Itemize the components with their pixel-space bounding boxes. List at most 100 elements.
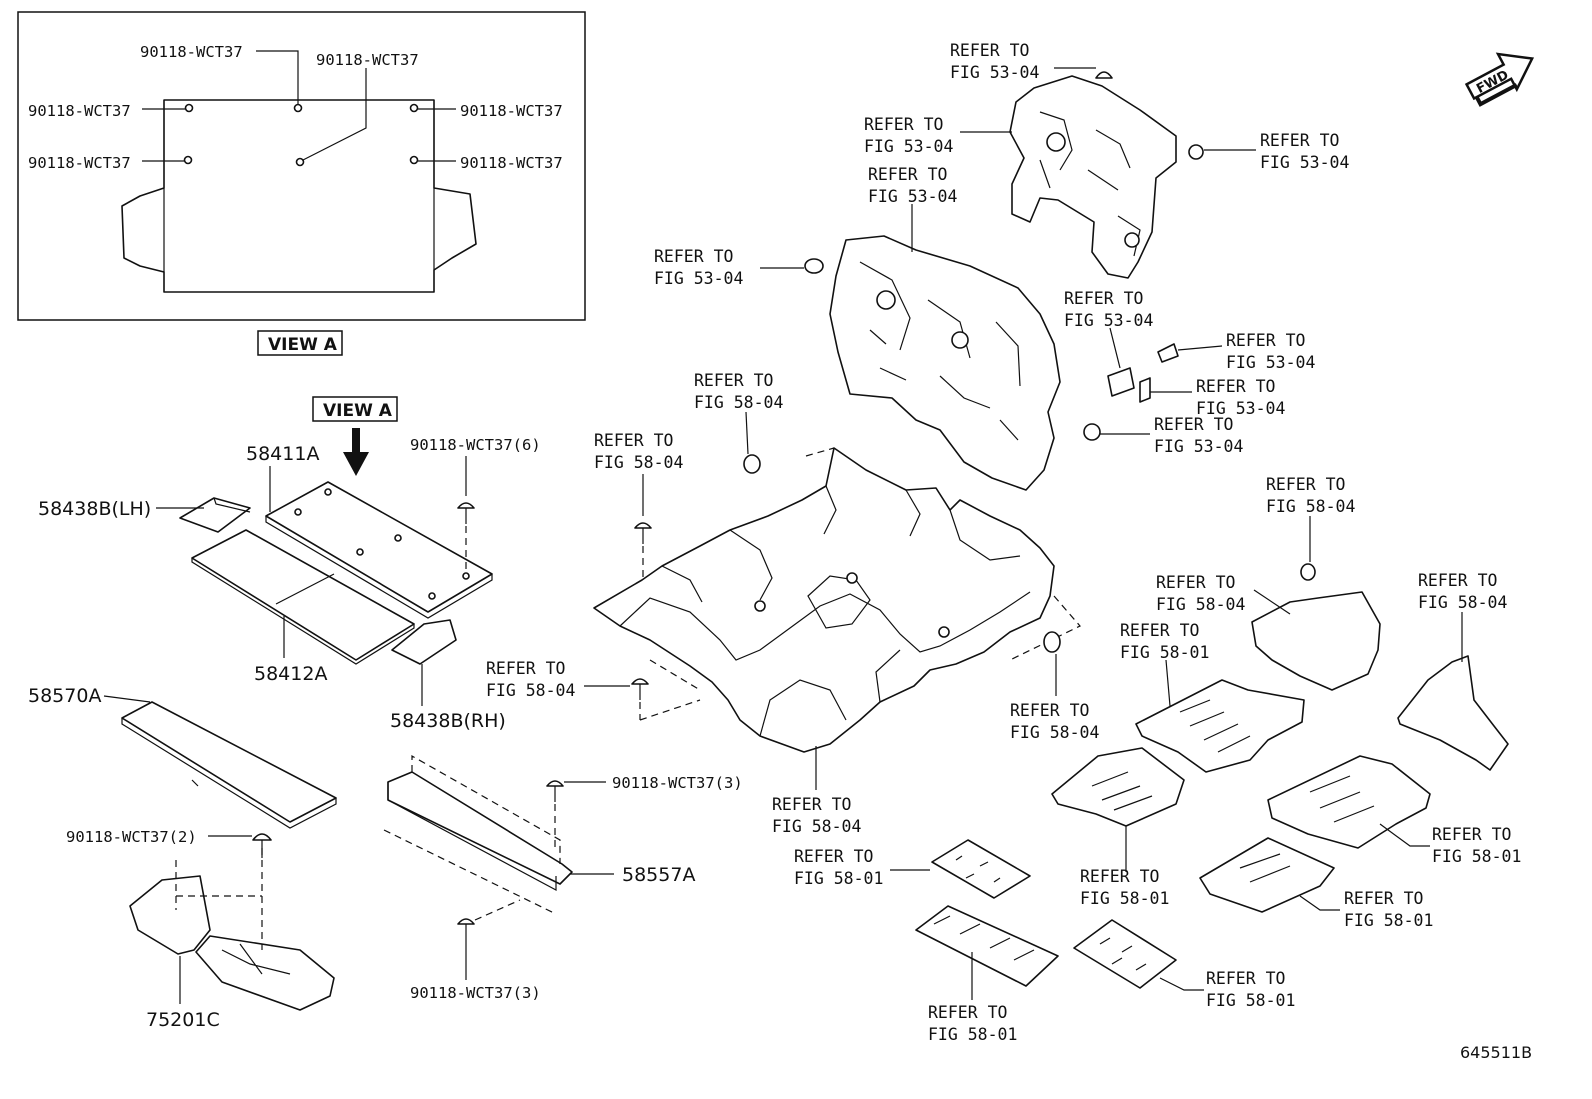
inset-clip-hole	[183, 155, 193, 165]
inset-clip-hole	[293, 103, 303, 113]
refer-label-n: REFER TO	[1010, 701, 1089, 720]
refer-fig-j: FIG 58-04	[694, 393, 783, 412]
inset-trunk-floor-outline	[121, 99, 477, 293]
inset-label-clip: 90118-WCT37	[28, 102, 131, 120]
part-58557A	[387, 771, 573, 885]
refer-label-m: REFER TO	[772, 795, 851, 814]
refer-label-r: REFER TO	[1120, 621, 1199, 640]
inset-label-clip: 90118-WCT37	[28, 154, 131, 172]
diagram-id: 645511B	[1460, 1043, 1532, 1062]
refer-fig-d: FIG 53-04	[868, 187, 957, 206]
label-clip-3-top: 90118-WCT37(3)	[612, 774, 743, 792]
refer-label-t: REFER TO	[1080, 867, 1159, 886]
refer-fig-s: FIG 58-01	[1432, 847, 1521, 866]
label-clip-3-bottom: 90118-WCT37(3)	[410, 984, 541, 1002]
clip-icon	[634, 522, 652, 544]
refer-fig-k: FIG 58-04	[594, 453, 683, 472]
grommet-icon	[1083, 423, 1101, 441]
refer-fig-p: FIG 58-04	[1156, 595, 1245, 614]
part-58438B-LH	[179, 497, 251, 533]
view-a-pointer: VIEW A	[312, 396, 398, 476]
label-58570A: 58570A	[28, 685, 101, 707]
label-58411A: 58411A	[246, 443, 319, 465]
refer-fig-i: FIG 53-04	[1154, 437, 1243, 456]
label-58438B-LH: 58438B(LH)	[38, 498, 151, 520]
inset-label-clip: 90118-WCT37	[460, 154, 563, 172]
refer-fig-e: FIG 53-04	[654, 269, 743, 288]
refer-label-c: REFER TO	[864, 115, 943, 134]
grommet-icon	[1095, 71, 1113, 79]
grommet-icon	[1300, 563, 1316, 581]
dash-silencer-parts	[804, 71, 1204, 491]
label-58557A: 58557A	[622, 864, 695, 886]
label-58412A: 58412A	[254, 663, 327, 685]
grommet-icon	[1043, 631, 1061, 653]
inset-label-clip: 90118-WCT37	[460, 102, 563, 120]
clip-icon	[546, 780, 564, 802]
refer-label-p: REFER TO	[1156, 573, 1235, 592]
refer-label-v: REFER TO	[794, 847, 873, 866]
refer-fig-v: FIG 58-01	[794, 869, 883, 888]
refer-fig-w: FIG 58-01	[928, 1025, 1017, 1044]
refer-label-d: REFER TO	[868, 165, 947, 184]
refer-label-i: REFER TO	[1154, 415, 1233, 434]
label-75201C: 75201C	[146, 1009, 220, 1031]
view-a-pointer-label: VIEW A	[323, 401, 393, 421]
inset-caption: VIEW A	[268, 335, 338, 355]
refer-label-a: REFER TO	[950, 41, 1029, 60]
part-floor-carpet	[593, 447, 1081, 753]
refer-fig-g: FIG 53-04	[1226, 353, 1315, 372]
clip-icon	[252, 833, 272, 858]
view-arrow-icon	[343, 428, 369, 476]
refer-labels: REFER TO FIG 53-04 REFER TO FIG 53-04 RE…	[486, 41, 1521, 1044]
refer-fig-b: FIG 53-04	[1260, 153, 1349, 172]
trunk-parts-group	[121, 481, 573, 1011]
part-inner-dash-silencer	[829, 235, 1061, 491]
refer-label-q: REFER TO	[1418, 571, 1497, 590]
refer-fig-o: FIG 58-04	[1266, 497, 1355, 516]
label-clip-2: 90118-WCT37(2)	[66, 828, 197, 846]
clip-icon	[457, 502, 475, 524]
fwd-arrow-icon: FWD	[1464, 52, 1535, 107]
refer-fig-t: FIG 58-01	[1080, 889, 1169, 908]
refer-label-w: REFER TO	[928, 1003, 1007, 1022]
grommet-icon	[804, 258, 824, 274]
refer-fig-x: FIG 58-01	[1206, 991, 1295, 1010]
refer-label-k: REFER TO	[594, 431, 673, 450]
refer-label-o: REFER TO	[1266, 475, 1345, 494]
clip-icon	[631, 678, 649, 700]
clips-group	[252, 502, 652, 940]
refer-fig-a: FIG 53-04	[950, 63, 1039, 82]
refer-fig-r: FIG 58-01	[1120, 643, 1209, 662]
inset-clip-hole	[184, 103, 194, 113]
refer-fig-f: FIG 53-04	[1064, 311, 1153, 330]
refer-label-s: REFER TO	[1432, 825, 1511, 844]
refer-fig-q: FIG 58-04	[1418, 593, 1507, 612]
inset-label-clip: 90118-WCT37	[316, 51, 419, 69]
label-clip-6: 90118-WCT37(6)	[410, 436, 541, 454]
refer-label-g: REFER TO	[1226, 331, 1305, 350]
part-outer-dash-silencer	[1009, 75, 1177, 279]
grommet-icon	[743, 454, 761, 474]
refer-label-h: REFER TO	[1196, 377, 1275, 396]
label-58438B-RH: 58438B(RH)	[390, 710, 506, 732]
inset-clip-hole	[409, 155, 419, 165]
part-75201C	[129, 875, 211, 955]
left-labels: 58411A 58438B(LH) 90118-WCT37(6) 58412A …	[28, 436, 743, 1031]
grommet-icon	[1188, 144, 1204, 160]
tape-icon	[1139, 377, 1151, 403]
refer-fig-m: FIG 58-04	[772, 817, 861, 836]
refer-label-b: REFER TO	[1260, 131, 1339, 150]
refer-fig-n: FIG 58-04	[1010, 723, 1099, 742]
refer-fig-u: FIG 58-01	[1344, 911, 1433, 930]
part-58570A	[121, 701, 337, 823]
refer-label-u: REFER TO	[1344, 889, 1423, 908]
refer-label-e: REFER TO	[654, 247, 733, 266]
inset-clip-hole	[409, 103, 419, 113]
refer-fig-h: FIG 53-04	[1196, 399, 1285, 418]
clip-icon	[457, 918, 475, 940]
inset-clip-hole	[295, 157, 305, 167]
refer-label-f: REFER TO	[1064, 289, 1143, 308]
